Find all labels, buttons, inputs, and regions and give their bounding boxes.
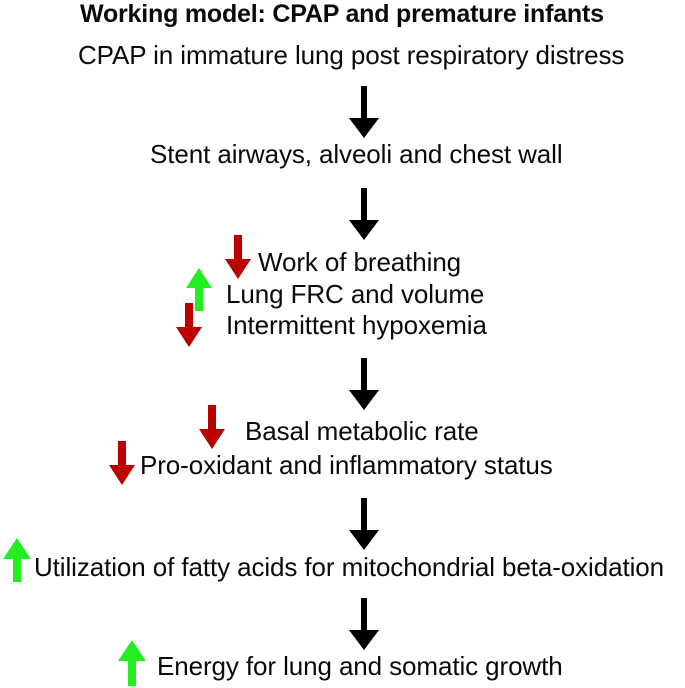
increase-arrow-icon [184,266,214,312]
step-text-energy-lung-somatic-growth: Energy for lung and somatic growth [157,651,563,681]
increase-arrow-icon [1,535,33,583]
flow-down-arrow-icon [348,86,380,140]
flow-down-arrow-icon [348,598,380,652]
flow-down-arrow-icon [348,358,380,412]
figure-title: Working model: CPAP and premature infant… [80,0,604,28]
flow-down-arrow-icon [348,188,380,242]
step-text-utilization-fatty-acids: Utilization of fatty acids for mitochond… [34,552,664,582]
decrease-arrow-icon [197,405,227,451]
increase-arrow-icon [116,637,148,687]
step-text-intermittent-hypoxemia: Intermittent hypoxemia [226,310,487,340]
decrease-arrow-icon [174,303,204,349]
step-text-work-of-breathing: Work of breathing [258,247,462,277]
step-text-cpap-immature-lung: CPAP in immature lung post respiratory d… [78,40,625,70]
decrease-arrow-icon [223,235,253,281]
flow-down-arrow-icon [348,498,380,552]
step-text-pro-oxidant-inflammatory-status: Pro-oxidant and inflammatory status [140,450,553,480]
decrease-arrow-icon [107,441,137,487]
step-text-stent-airways: Stent airways, alveoli and chest wall [150,139,563,169]
step-text-basal-metabolic-rate: Basal metabolic rate [245,416,479,446]
step-text-lung-frc-and-volume: Lung FRC and volume [226,279,485,309]
